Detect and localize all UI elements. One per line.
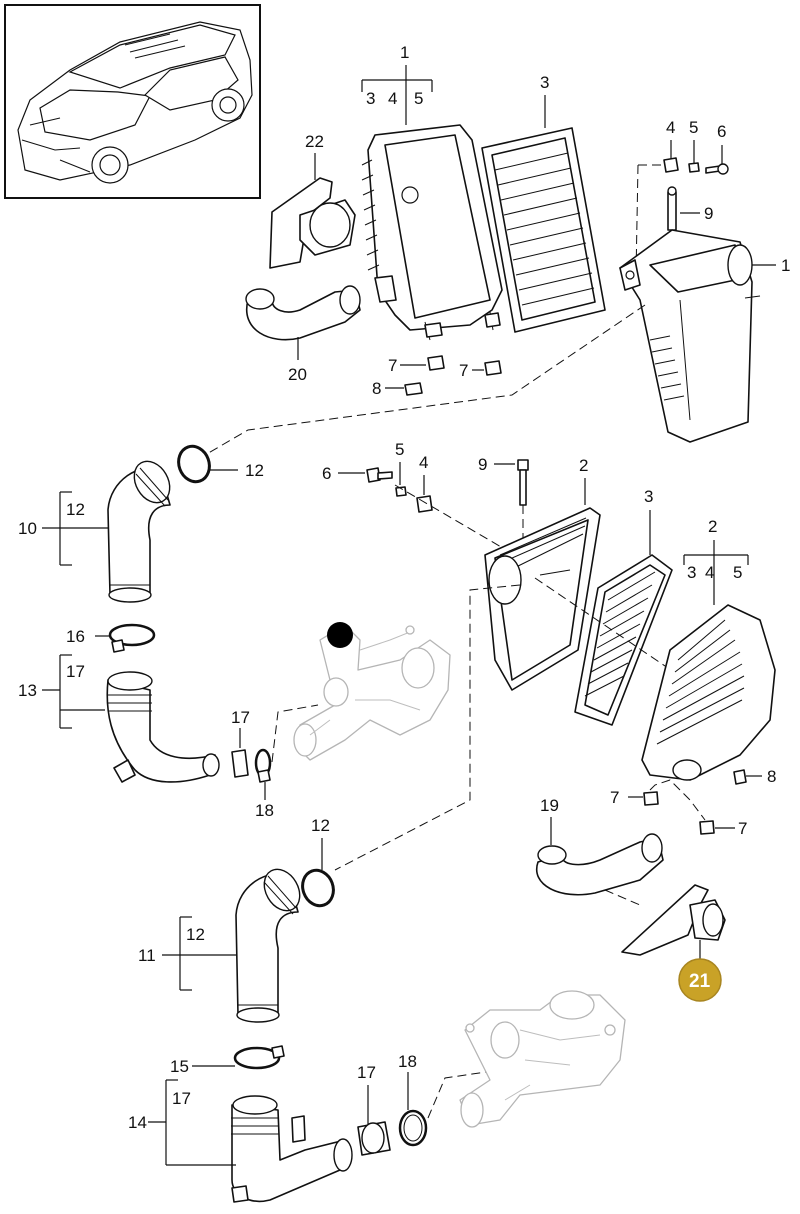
callout-2-bracket (683, 540, 749, 605)
highlight-badge-circle[interactable] (678, 958, 722, 1002)
intake-hose-part-19 (535, 833, 664, 896)
callout-label: 7 (388, 356, 397, 375)
air-filter-element-upper (481, 127, 606, 333)
callout-label: 4 (419, 453, 428, 472)
air-filter-housing-right (619, 229, 761, 443)
callout-label: 7 (459, 361, 468, 380)
callout-label: 6 (717, 122, 726, 141)
hose-clamp-16 (108, 623, 156, 653)
air-filter-housing-right-part-2 (641, 604, 776, 785)
callout-label: 3 (366, 89, 375, 108)
callout-label: 5 (414, 89, 423, 108)
callout-label: 7 (738, 819, 747, 838)
callout-label: 11 (138, 946, 156, 965)
turbocharger-reference-lower (459, 990, 626, 1128)
callout-label: 17 (231, 708, 250, 727)
callout-label: 12 (186, 925, 205, 944)
callout-label: 3 (540, 73, 549, 92)
grommet-7-lower (643, 791, 715, 835)
callout-label: 22 (305, 132, 324, 151)
callout-label: 18 (255, 801, 274, 820)
callout-label: 1 (400, 43, 409, 62)
callout-label: 4 (705, 563, 714, 582)
callout-14-bracket (148, 1079, 236, 1166)
highlight-badge-label[interactable]: 21 (689, 971, 711, 992)
callout-label: 12 (245, 461, 264, 480)
callout-label: 3 (687, 563, 696, 582)
highlight-badge-21[interactable]: 21 (678, 958, 722, 1002)
callout-label: 2 (579, 456, 588, 475)
callout-label: 7 (610, 788, 619, 807)
callout-label: 17 (357, 1063, 376, 1082)
callout-label: 20 (288, 365, 307, 384)
callout-label: 19 (540, 796, 559, 815)
callout-label: 5 (689, 118, 698, 137)
callout-1-bracket (361, 65, 433, 125)
bolt-parts-middle (366, 467, 433, 513)
callout-label: 4 (666, 118, 675, 137)
callout-label: 5 (395, 440, 404, 459)
callout-label: 5 (733, 563, 742, 582)
sleeve-17 (231, 749, 249, 778)
callout-label: 16 (66, 627, 85, 646)
callout-13-bracket (42, 654, 105, 729)
callout-label: 17 (172, 1089, 191, 1108)
grommet-7 (404, 355, 502, 396)
intake-pipe-part-11 (235, 868, 301, 1023)
intake-pipe-part-10 (107, 460, 171, 603)
callout-label: 4 (388, 89, 397, 108)
bolt-parts-top-right (663, 157, 729, 231)
air-filter-element-lower-part-3 (574, 554, 673, 726)
callout-label: 1 (781, 256, 790, 275)
callout-label: 2 (708, 517, 717, 536)
intake-pipe-part-14 (231, 1095, 353, 1203)
turbocharger-reference-upper (293, 622, 451, 761)
vehicle-thumbnail (4, 4, 261, 199)
intake-hose-part-20 (245, 285, 361, 341)
clamp-18 (254, 748, 272, 783)
air-filter-housing-upper (361, 124, 503, 341)
callout-label: 3 (644, 487, 653, 506)
callout-11-bracket (162, 916, 236, 991)
callout-label: 15 (170, 1057, 189, 1076)
air-filter-housing-lower-part-2 (484, 507, 601, 691)
callout-label: 13 (18, 681, 37, 700)
clamp-18-lower (398, 1109, 428, 1147)
callout-label: 18 (398, 1052, 417, 1071)
air-guide-part-21 (621, 884, 726, 956)
seal-ring-12 (177, 444, 211, 484)
callout-label: 12 (66, 500, 85, 519)
callout-label: 17 (66, 662, 85, 681)
intake-pipe-part-13 (106, 671, 220, 783)
callout-label: 12 (311, 816, 330, 835)
callout-10-bracket (42, 491, 108, 566)
callout-label: 14 (128, 1113, 147, 1132)
air-guide-part-22 (269, 177, 356, 269)
callout-label: 9 (704, 204, 713, 223)
callout-label: 9 (478, 455, 487, 474)
callout-label: 6 (322, 464, 331, 483)
callout-label: 10 (18, 519, 37, 538)
callout-label: 8 (767, 767, 776, 786)
sleeve-17-lower (357, 1121, 391, 1156)
callout-label: 8 (372, 379, 381, 398)
hose-clamp-15 (233, 1045, 285, 1070)
seal-ring-12-lower (301, 868, 335, 908)
bolt-9-mid (517, 459, 529, 506)
